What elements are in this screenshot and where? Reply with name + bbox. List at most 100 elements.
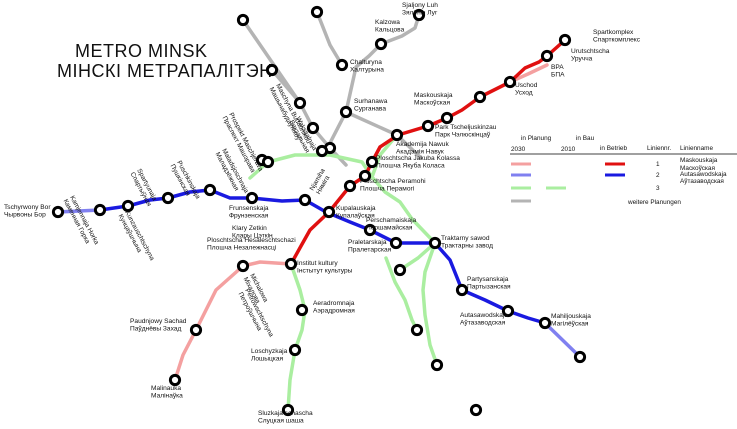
legend-line1-name-cyr: Маскоўская <box>680 164 715 172</box>
map-title: METRO MINSK <box>75 41 208 61</box>
station-name-cyrillic: БПА <box>551 72 565 79</box>
station-marker <box>455 283 469 297</box>
station-marker <box>298 193 312 207</box>
station-marker <box>390 128 404 142</box>
station-marker <box>473 90 487 104</box>
station-label-kunzauschtschyna: KunzauschtschynaКунцаўшчына <box>117 210 156 266</box>
station-label-njamiha: NjamihaНяміга <box>309 167 334 195</box>
station-name-cyrillic: Спарткомплекс <box>593 37 641 44</box>
legend-linienname: Linienname <box>680 145 713 152</box>
station-marker <box>265 63 279 77</box>
station-name-latin: Loschyzkaja <box>251 348 288 355</box>
station-name-latin: Paudnjowy Sachad <box>130 318 187 325</box>
station-label-spartyunaja: SpartyunajaСпартыўная <box>129 168 160 208</box>
station-name-latin: Kalzowa <box>375 19 400 26</box>
station-marker <box>410 323 424 337</box>
station-marker <box>469 403 483 417</box>
legend-year-2010: 2010 <box>561 146 576 153</box>
station-markers <box>51 5 587 417</box>
station-name-latin: Institut kultury <box>297 260 338 267</box>
station-name-cyrillic: Зялёны Луг <box>402 10 438 17</box>
station-name-latin: Malinauka <box>151 385 181 392</box>
station-name-cyrillic: Партызанская <box>467 284 511 291</box>
station-marker <box>281 403 295 417</box>
station-marker <box>374 37 388 51</box>
legend-year-2030: 2030 <box>511 146 526 153</box>
station-name-latin: Aeradromnaja <box>313 300 355 307</box>
station-marker <box>430 358 444 372</box>
station-marker <box>161 191 175 205</box>
station-name-cyrillic: Трактарны завод <box>441 243 493 250</box>
station-marker <box>310 5 324 19</box>
station-name-cyrillic: Паўднёвы Захад <box>130 325 181 333</box>
legend-in-betrieb: in Betrieb <box>600 145 627 152</box>
station-name-latin: Sjaljony Luh <box>402 2 438 9</box>
station-name-latin: Partysanskaja <box>467 276 509 283</box>
station-marker <box>389 236 403 250</box>
station-name-latin: Praletarskaja <box>348 239 387 246</box>
station-marker <box>573 350 587 364</box>
station-marker <box>203 183 217 197</box>
station-name-cyrillic: Магілёўская <box>551 320 589 328</box>
station-marker <box>121 199 135 213</box>
station-marker <box>440 111 454 125</box>
station-marker <box>261 155 275 169</box>
legend-line2-nr: 2 <box>656 172 660 179</box>
station-name-cyrillic: Усход <box>515 90 533 97</box>
station-name-latin: BPA <box>551 64 564 71</box>
map-title-cyrillic: МІНСКІ МЕТРАПАЛІТЭН <box>57 61 273 81</box>
station-name-latin: Kupalauskaja <box>336 205 376 212</box>
station-name-cyrillic: Кальцова <box>375 27 405 34</box>
station-marker <box>540 49 554 63</box>
station-name-latin: Tschyrwony Bor <box>4 204 51 211</box>
station-name-cyrillic: Сурганава <box>354 106 386 113</box>
station-marker <box>358 169 372 183</box>
station-marker <box>93 203 107 217</box>
station-name-latin: Surhanawa <box>354 98 388 105</box>
station-marker <box>538 316 552 330</box>
station-name-cyrillic: Чырвоны Бор <box>4 212 46 219</box>
station-name-cyrillic: Слуцкая шаша <box>258 418 304 425</box>
line-2-planned-segments <box>56 208 582 359</box>
legend-line1-name: Maskouskaja <box>680 157 718 164</box>
legend-line2-name-cyr: Аўтазаводская <box>680 177 724 185</box>
station-name-latin: Spartkomplex <box>593 29 634 36</box>
legend: in Planung in Bau in Betrieb Liniennr. L… <box>510 135 737 206</box>
station-name-cyrillic: Уручча <box>571 56 593 63</box>
station-name-cyrillic: Інстытут культуры <box>297 268 353 275</box>
line-1-planned-segments <box>173 63 549 382</box>
station-marker <box>501 304 515 318</box>
station-name-latin: Sluzkaja schascha <box>258 410 313 417</box>
station-marker <box>393 263 407 277</box>
legend-in-planung: in Planung <box>521 135 552 142</box>
station-name-cyrillic: Малінаўка <box>151 392 183 400</box>
station-marker <box>189 323 203 337</box>
station-marker <box>315 144 329 158</box>
station-marker <box>245 191 259 205</box>
station-name-latin: Uschod <box>515 82 538 89</box>
station-marker <box>503 75 517 89</box>
station-name-latin: Akademija Nawuk <box>396 141 449 148</box>
station-name-latin: Chalturyna <box>350 59 382 66</box>
